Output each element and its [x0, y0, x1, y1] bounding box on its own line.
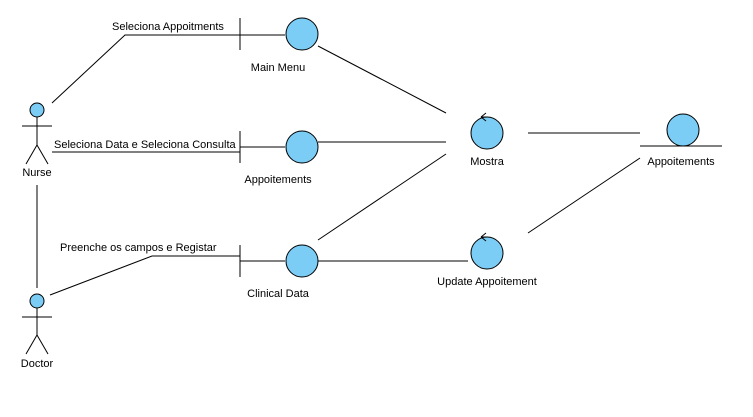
connections — [36, 34, 641, 296]
actor-doctor-label: Doctor — [21, 358, 54, 370]
actor-doctor-head-icon — [29, 293, 45, 309]
message-seleciona-appoitments: Seleciona Appoitments — [112, 21, 224, 33]
boundary-main-menu-icon — [285, 17, 319, 51]
message-seleciona-data-consulta: Seleciona Data e Seleciona Consulta — [54, 139, 237, 151]
boundary-main-menu-label: Main Menu — [251, 62, 305, 74]
link-doctor-clinical-data[interactable] — [49, 255, 240, 296]
link-clinical-data-mostra[interactable] — [317, 153, 447, 241]
control-mostra[interactable]: Mostra — [470, 112, 505, 168]
control-update-appoitement-arrow-icon — [480, 232, 487, 242]
control-update-appoitement[interactable]: Update Appoitement — [437, 232, 537, 288]
link-main-menu-mostra[interactable] — [317, 45, 447, 114]
boundary-clinical-data-label: Clinical Data — [247, 288, 310, 300]
boundary-appoitements-label: Appoitements — [244, 174, 312, 186]
message-preenche-registar: Preenche os campos e Registar — [60, 242, 217, 254]
boundary-clinical-data[interactable]: Clinical Data — [239, 244, 319, 300]
link-update-entity[interactable] — [527, 157, 641, 234]
boundary-clinical-data-icon — [285, 244, 319, 278]
entity-appoitements-label: Appoitements — [647, 156, 715, 168]
actor-nurse-head-icon — [29, 102, 45, 118]
control-update-appoitement-label: Update Appoitement — [437, 276, 537, 288]
control-mostra-label: Mostra — [470, 156, 505, 168]
control-mostra-arrow-icon — [480, 112, 487, 122]
control-update-appoitement-icon — [470, 236, 504, 270]
control-mostra-icon — [470, 116, 504, 150]
boundary-appoitements[interactable]: Appoitements — [239, 130, 319, 186]
boundary-appoitements-icon — [285, 130, 319, 164]
link-nurse-main-menu[interactable] — [51, 34, 240, 104]
entity-appoitements[interactable]: Appoitements — [640, 113, 722, 168]
actor-nurse[interactable]: Nurse — [22, 102, 52, 179]
actor-doctor[interactable]: Doctor — [21, 293, 54, 370]
entity-appoitements-icon — [666, 113, 700, 147]
boundary-main-menu[interactable]: Main Menu — [239, 17, 319, 74]
actor-nurse-label: Nurse — [22, 167, 51, 179]
